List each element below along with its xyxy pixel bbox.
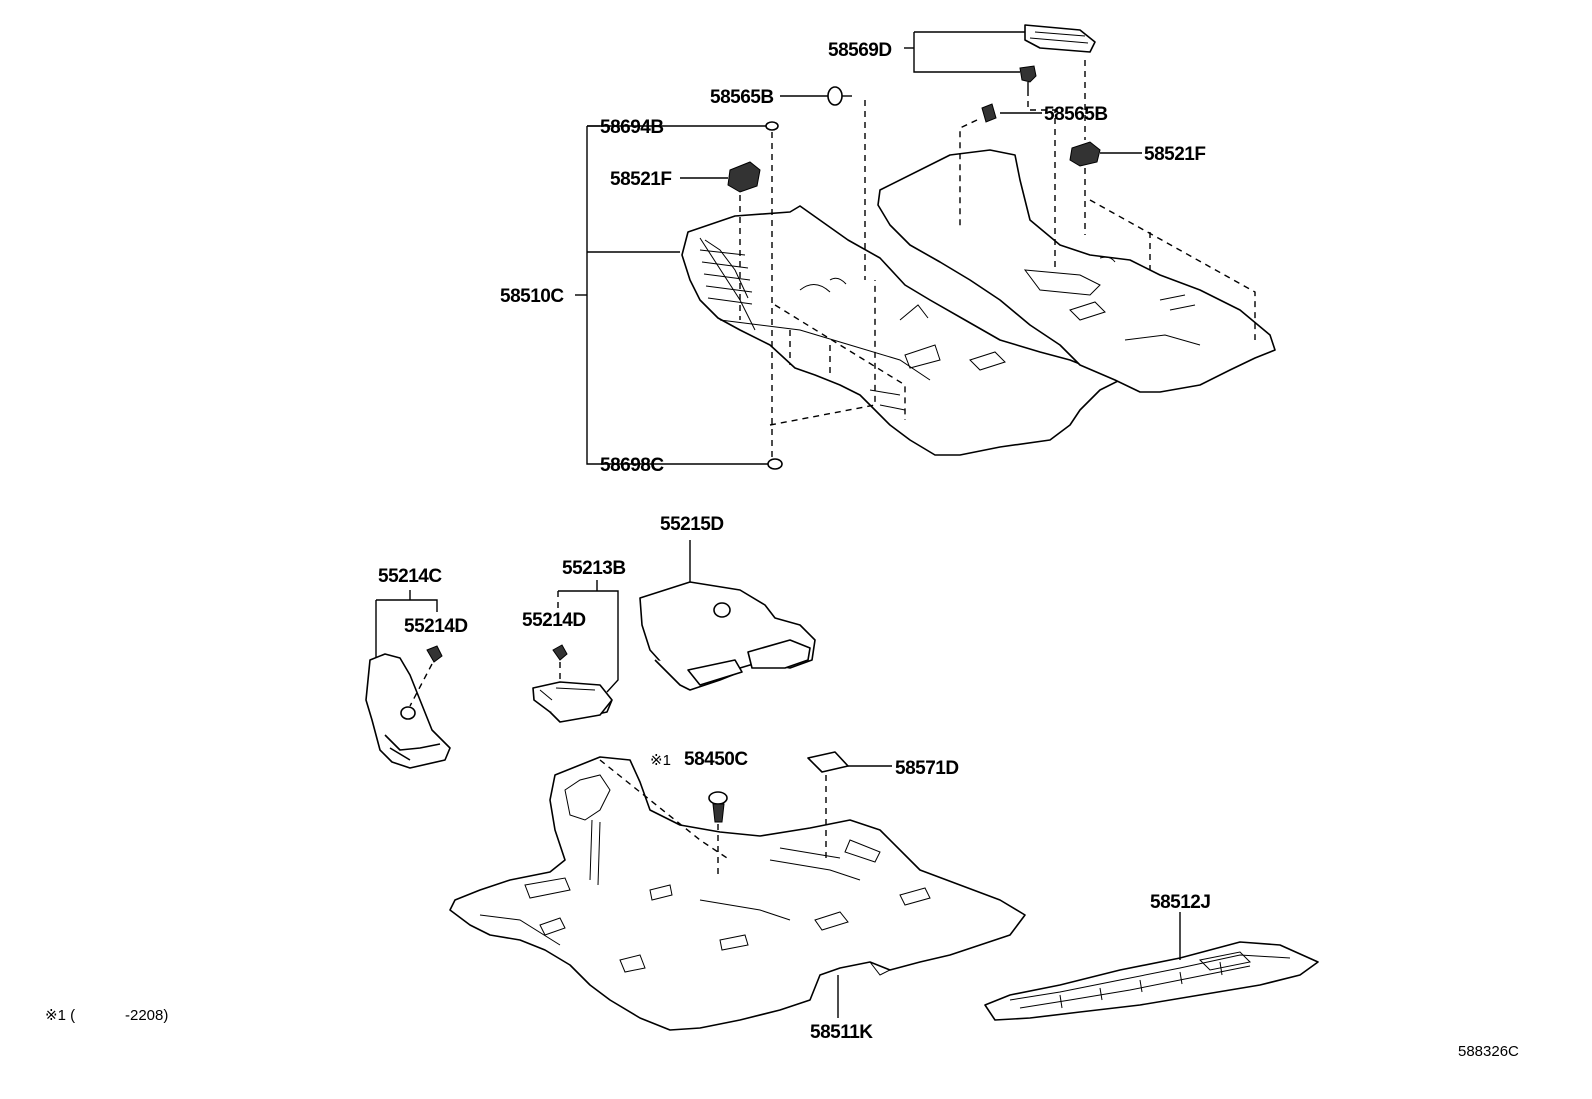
upper-leaders — [575, 31, 1142, 465]
label-footnote-mark-58450C: ※1 — [650, 752, 671, 769]
footnote-mark: ※1 ( — [45, 1007, 75, 1024]
silencer-pad-55214C — [365, 590, 451, 769]
floor-carpet-58511K — [449, 756, 1026, 1031]
label-58511K: 58511K — [810, 1022, 873, 1043]
label-58510C: 58510C — [500, 286, 564, 307]
label-58450C: 58450C — [684, 749, 748, 770]
label-58521F-left: 58521F — [610, 169, 671, 190]
label-58512J: 58512J — [1150, 892, 1210, 913]
label-55213B: 55213B — [562, 558, 626, 579]
label-58571D: 58571D — [895, 758, 959, 779]
pin-58565B-left — [827, 86, 852, 106]
silencer-pad-55215D — [639, 540, 816, 691]
clip-58450C — [599, 759, 731, 875]
label-55215D: 55215D — [660, 514, 724, 535]
footnote-range: -2208) — [125, 1007, 168, 1024]
clip-58569D — [1019, 24, 1096, 90]
label-55214D-left: 55214D — [404, 616, 468, 637]
upper-dashed-guides — [739, 60, 1256, 460]
clip-58521F-right — [1069, 141, 1101, 167]
label-55214C: 55214C — [378, 566, 442, 587]
label-58521F-right: 58521F — [1144, 144, 1205, 165]
rear-floor-carpet-58512J — [984, 912, 1319, 1021]
front-floor-carpet-58510C — [681, 149, 1276, 456]
diagram-code: 588326C — [1458, 1043, 1519, 1060]
clip-58521F-left — [727, 161, 761, 193]
pin-58565B-right — [981, 103, 997, 123]
label-58694B: 58694B — [600, 117, 664, 138]
label-58569D: 58569D — [828, 40, 892, 61]
label-58698C: 58698C — [600, 455, 664, 476]
label-58565B-left: 58565B — [710, 87, 774, 108]
grommet-58698C — [767, 458, 783, 470]
part-labels: 58569D 58565B 58565B 58694B 58521F 58521… — [378, 40, 1211, 1043]
grommet-58694B — [765, 121, 779, 131]
silencer-pad-55213B — [532, 580, 619, 723]
pad-58571D — [807, 751, 892, 860]
label-58565B-right: 58565B — [1044, 104, 1108, 125]
label-55214D-right: 55214D — [522, 610, 586, 631]
